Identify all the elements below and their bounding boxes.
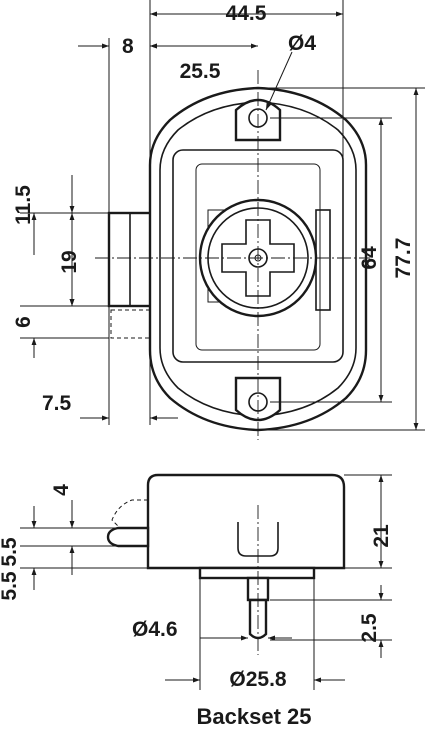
dim-spigot-diameter-label: Ø4.6 [132,618,178,641]
dim-21-label: 21 [370,524,393,548]
cross-key [221,219,295,297]
dim-bolt-height-label: 5.5 [0,537,21,567]
boss-flange [198,566,316,580]
side-dimensions: 4 5.5 5.5 21 2.5 Ø4.6 Ø25.8 [0,474,393,691]
side-bolt [106,526,150,548]
dim-19-label: 19 [58,250,81,273]
side-body [146,473,346,570]
side-view [106,473,346,655]
dim-64-label: 64 [358,246,381,270]
front-view [95,70,370,440]
dim-77-7-label: 77.7 [392,238,415,279]
dim-25-5-label: 25.5 [180,60,221,83]
dim-boss-diameter-label: Ø25.8 [229,668,287,691]
dim-2-5-label: 2.5 [358,613,381,643]
dim-8-label: 8 [122,35,134,58]
dim-4-label: 4 [50,484,73,496]
dim-11-5-label: 11.5 [12,185,35,225]
bolt-travel-hidden [111,499,148,529]
dim-7-5-label: 7.5 [42,392,72,415]
dim-44-5-label: 44.5 [226,2,267,25]
dim-hole-diameter-label: Ø4 [288,32,316,55]
front-dimensions: 44.5 8 25.5 Ø4 11.5 19 6 7.5 64 77.7 [12,0,425,431]
lock-body-inner [159,101,357,417]
dim-bolt-offset-label: 5.5 [0,571,21,601]
caption: Backset 25 [197,704,312,729]
hidden-latch [110,309,152,339]
dim-6-label: 6 [12,316,35,328]
bottom-mounting-ear [234,376,282,422]
